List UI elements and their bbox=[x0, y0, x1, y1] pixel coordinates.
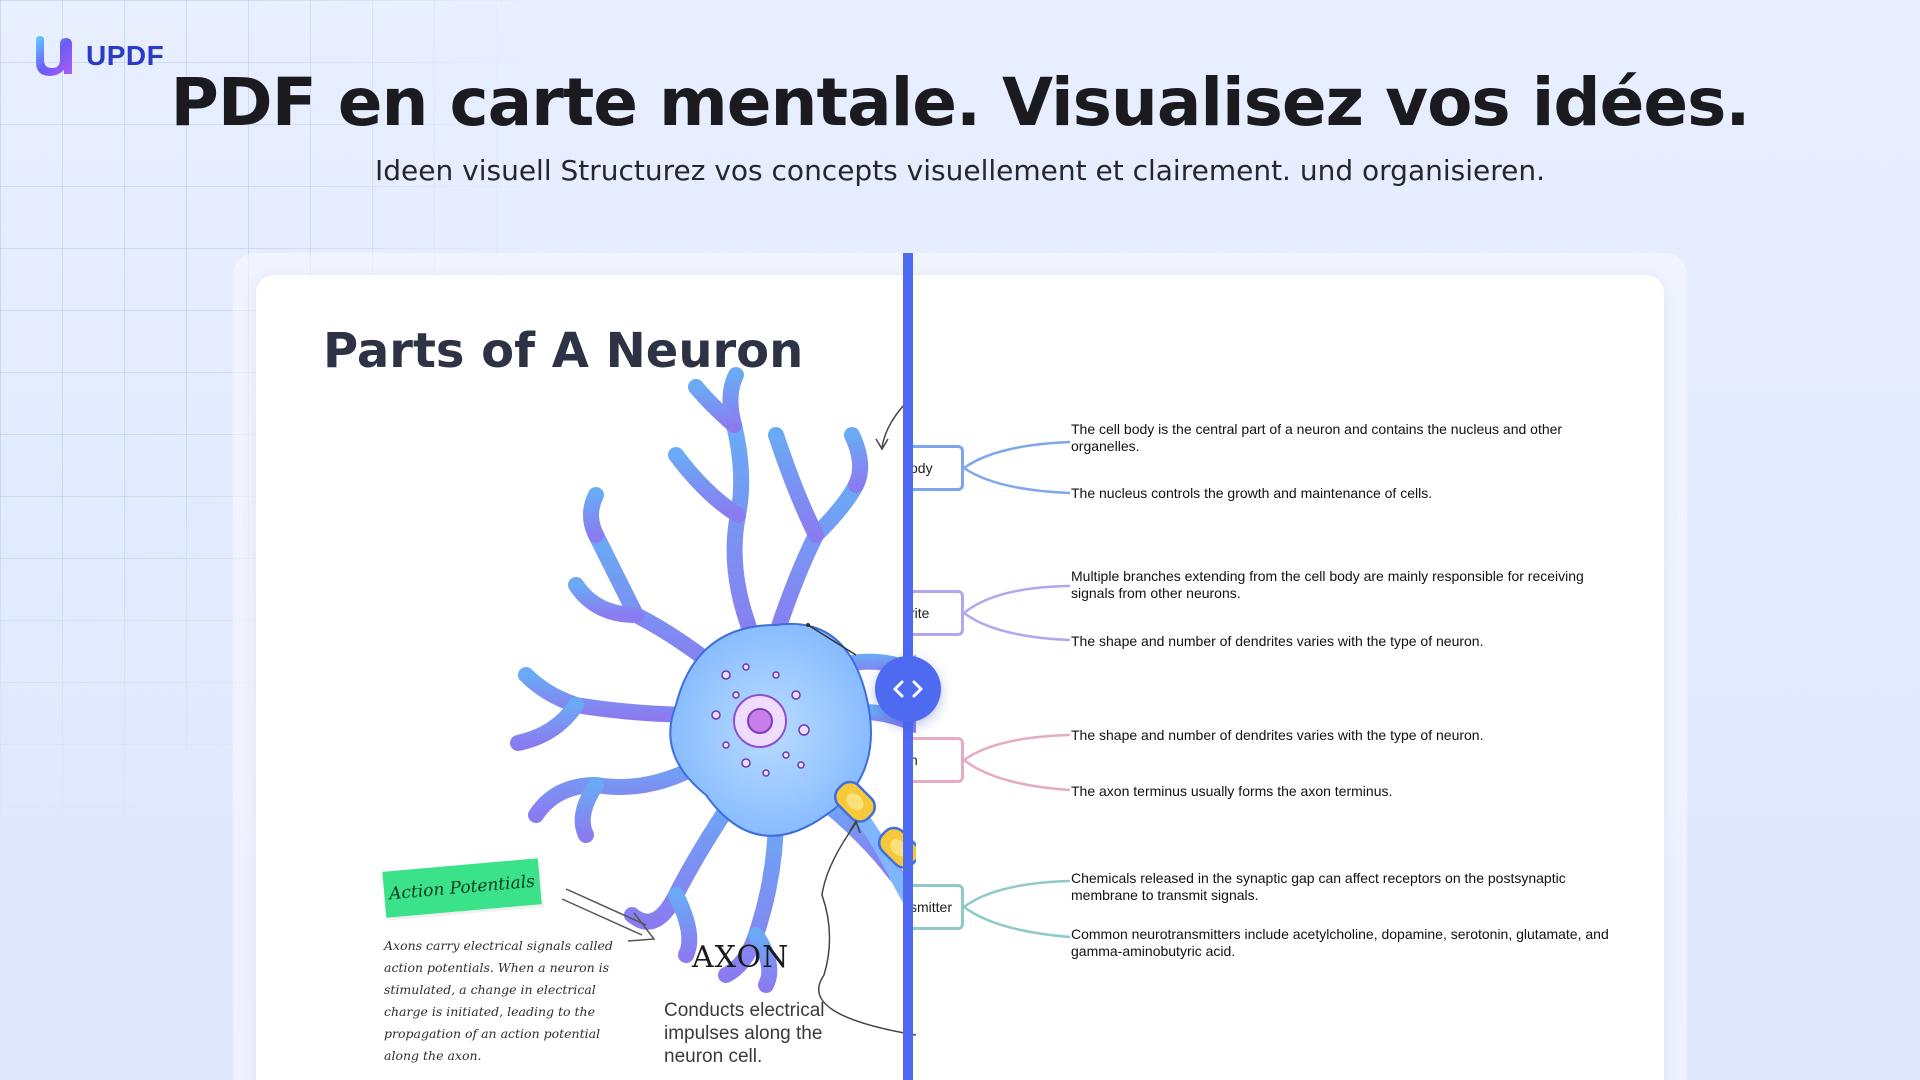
mindmap-leaf[interactable]: Multiple branches extending from the cel… bbox=[1071, 568, 1584, 601]
mindmap-node-label: ody bbox=[910, 460, 933, 476]
mindmap-leaf[interactable]: The shape and number of dendrites varies… bbox=[1071, 727, 1484, 743]
mindmap-leaf[interactable]: The axon terminus usually forms the axon… bbox=[1071, 783, 1393, 799]
mindmap-node-dendrite[interactable]: rite bbox=[910, 590, 964, 636]
axon-title: AXON bbox=[692, 940, 790, 975]
action-potentials-text: Axons carry electrical signals called ac… bbox=[384, 938, 613, 1063]
chevron-left-right-icon bbox=[893, 680, 923, 698]
hero-subtitle: Ideen visuell Structurez vos concepts vi… bbox=[375, 154, 1545, 187]
axon-description: Conducts electrical impulses along the n… bbox=[664, 1000, 825, 1067]
mindmap-node-label: n bbox=[910, 752, 918, 768]
comparison-slider-handle[interactable] bbox=[875, 656, 941, 722]
mindmap-leaf[interactable]: Chemicals released in the synaptic gap c… bbox=[1071, 870, 1566, 903]
mindmap-leaf[interactable]: The nucleus controls the growth and main… bbox=[1071, 485, 1433, 501]
mindmap-node-neurotransmitter[interactable]: smitter bbox=[910, 884, 964, 930]
mindmap-leaf[interactable]: The shape and number of dendrites varies… bbox=[1071, 633, 1484, 649]
comparison-card: Parts of A Neuron bbox=[256, 275, 1664, 1080]
updf-logo-icon bbox=[36, 36, 72, 76]
brand-name: UPDF bbox=[86, 40, 165, 71]
pdf-page-title: Parts of A Neuron bbox=[323, 323, 804, 379]
mindmap-node-axon[interactable]: n bbox=[910, 737, 964, 783]
mindmap-node-cell-body[interactable]: ody bbox=[910, 445, 964, 491]
updf-logo[interactable]: UPDF bbox=[30, 34, 164, 78]
mindmap-leaf[interactable]: The cell body is the central part of a n… bbox=[1071, 421, 1563, 454]
mindmap-connectors bbox=[963, 440, 1071, 939]
mindmap-leaf[interactable]: Common neurotransmitters include acetylc… bbox=[1071, 926, 1609, 959]
mindmap-node-label: rite bbox=[910, 605, 930, 621]
hero-title: PDF en carte mentale. Visualisez vos idé… bbox=[170, 64, 1751, 141]
mindmap-node-label: smitter bbox=[910, 899, 952, 915]
neuron-illustration bbox=[510, 367, 916, 1036]
